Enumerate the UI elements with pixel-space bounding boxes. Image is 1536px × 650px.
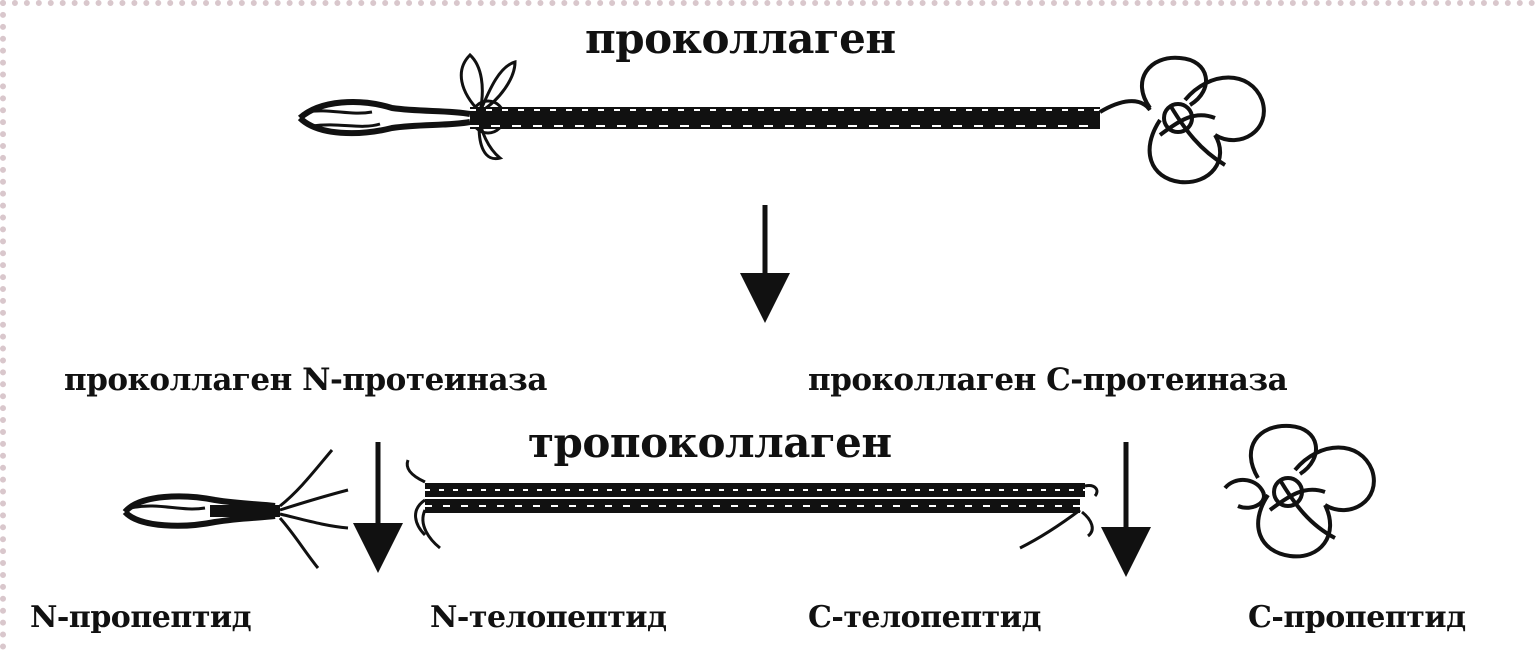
n-propeptide-fragment <box>122 449 349 569</box>
n-propeptide-label: N-пропептид <box>30 600 252 635</box>
procollagen-n-end <box>297 99 471 137</box>
n-proteinase-label: проколлаген N-протеиназа <box>64 362 547 398</box>
procollagen-n-loops <box>459 52 517 161</box>
procollagen-c-knot <box>1098 55 1266 185</box>
n-telopeptide-label: N-телопептид <box>430 600 667 635</box>
c-proteinase-label: проколлаген С-протеиназа <box>808 362 1288 398</box>
tropocollagen-label: тропоколлаген <box>528 418 892 467</box>
procollagen-molecule <box>297 52 1266 185</box>
c-telopeptide-label: С-телопептид <box>808 600 1042 635</box>
c-propeptide-fragment <box>1223 423 1376 559</box>
tropocollagen-molecule <box>405 459 1099 550</box>
procollagen-label: проколлаген <box>585 14 896 63</box>
c-propeptide-label: С-пропептид <box>1248 600 1466 635</box>
